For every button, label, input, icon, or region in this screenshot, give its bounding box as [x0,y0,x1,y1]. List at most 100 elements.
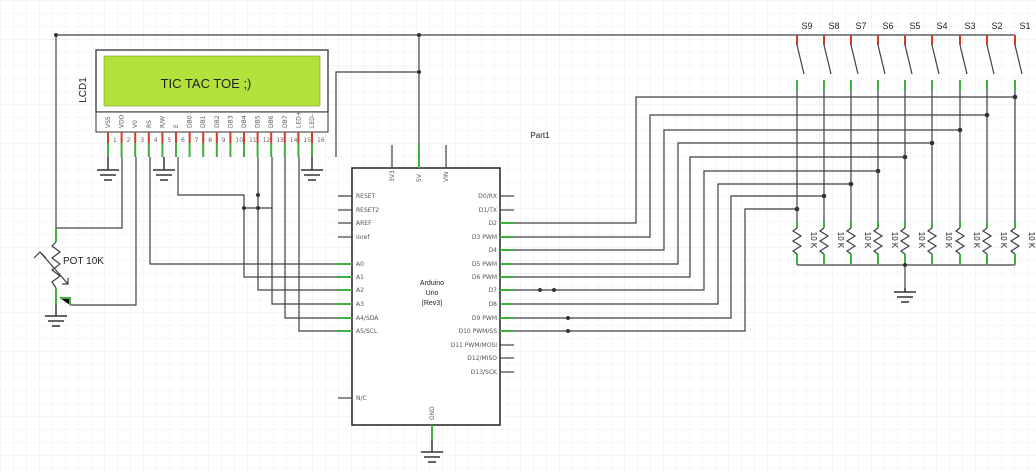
lcd-pin-number: 7 [195,137,199,144]
switch-label: S7 [855,21,866,31]
wire-rs-a0 [149,157,338,265]
lcd-pin-rs: RS4 [146,120,158,157]
switch-label: S4 [936,21,947,31]
wire-digital-to-switch [514,142,932,265]
resistor-label: 10 K [890,232,899,249]
junction-dot [848,181,854,187]
arduino-pin-a2: A2 [338,287,364,294]
switch-s3: S3 [959,21,976,222]
lcd-pin-led: LED+ 15 [295,111,311,157]
switch-s2: S2 [986,21,1003,222]
arduino-pin-label: A5/SCL [356,328,378,335]
lcd-pin-label: VSS [105,116,112,128]
junction-dot [552,288,556,292]
arduino-pin-label: D12/MISO [467,355,497,362]
junction-dot [794,206,800,212]
arduino-uno: Part1 Arduino Uno (Rev3) RESETRESET2AREF… [338,131,550,440]
ground-symbol [45,305,67,327]
arduino-pin-d1tx: D1/TX [479,207,514,214]
resistor-label: 10 K [836,232,845,249]
lcd-screen [103,55,321,107]
lcd-pin-number: 12 [263,137,271,144]
lcd-pin-number: 10 [235,137,243,144]
wire-lcd-vdd [56,157,123,229]
wire-digital-to-switch [514,114,987,238]
arduino-pin-d10pwmss: D10 PWM/SS [458,328,514,335]
resistor-1: 10 K [791,222,818,265]
arduino-name-line-2: Uno [426,290,439,297]
arduino-name-line-3: (Rev3) [421,300,442,307]
lcd-pin-label: DB4 [241,115,248,128]
lcd-pin-label: DB3 [227,115,234,128]
arduino-pin-aref: AREF [338,220,372,227]
switch-s4: S4 [931,21,948,222]
wire-lcd-v0 [70,157,137,306]
wire-digital-to-switch [514,195,824,319]
resistor-label: 10 K [999,232,1008,249]
lcd-pin-label: LED+ [295,111,302,128]
resistor-label: 10 K [944,232,953,249]
arduino-pin-3v3: 3V3 [389,145,396,182]
arduino-name-line-1: Arduino [420,280,444,287]
arduino-pin-label: VIN [443,172,450,182]
arduino-pin-label: D10 PWM/SS [458,328,497,335]
arduino-pin-label: D4 [489,247,498,254]
arduino-pin-d8: D8 [489,301,514,308]
lcd-pin-number: 11 [249,137,257,144]
pot-pin-wiper [60,297,71,305]
junction-dot [417,70,421,74]
wire-db5-a3 [271,157,338,305]
arduino-pin-label: D0/RX [478,193,497,200]
lcd-pin-db4: DB4 11 [241,115,257,157]
lcd-pin-label: DB1 [200,115,207,128]
lcd-pin-label: DB7 [282,115,289,128]
arduino-pin-label: A3 [356,301,364,308]
pot-label: POT 10K [63,256,104,267]
arduino-pin-reset: RESET [338,193,376,200]
lcd-pin-label: DB0 [187,115,194,128]
junction-dot [566,329,570,333]
switch-s7: S7 [850,21,867,222]
junction-dot [1012,94,1018,100]
wire-digital-to-switch [514,170,878,291]
lcd-pin-label: DB5 [255,115,262,128]
arduino-pin-label: D1/TX [479,207,497,214]
resistor-3: 10 K [845,222,872,265]
wire-digital-to-switch [514,96,1015,224]
arduino-pin-d12miso: D12/MISO [467,355,514,362]
arduino-pin-label: RESET2 [356,207,379,214]
wire-db6-a4 [284,157,338,319]
resistor-label: 10 K [863,232,872,249]
lcd-pin-db5: DB5 12 [255,115,271,157]
pot-resistor-zigzag [51,241,61,289]
lcd-pin-label: V0 [132,120,139,128]
lcd-pin-led: LED-16 [309,114,325,157]
ground-symbol [97,157,119,181]
lcd-pin-e: E6 [173,124,185,157]
lcd-pin-number: 15 [303,137,311,144]
arduino-pin-label: AREF [356,220,372,227]
lcd-module: TIC TAC TOE ;) LCD1 VSS1VDD2V03RS4R/W5E6… [78,49,329,157]
arduino-pin-d9pwm: D9 PWM [472,315,514,322]
ground-symbol [301,157,323,181]
arduino-pin-a0: A0 [338,261,364,268]
arduino-pin-a3: A3 [338,301,364,308]
arduino-pin-d4: D4 [489,247,514,254]
arduino-pin-d11pwmmosi: D11 PWM/MOSI [451,342,514,349]
arduino-pin-d2: D2 [489,220,514,227]
potentiometer: POT 10K [33,228,104,305]
ground-symbol [894,288,916,303]
junction-dot [902,154,908,160]
lcd-pin-label: R/W [159,116,166,128]
arduino-pin-label: D13/SCK [471,369,498,376]
lcd-pin-label: RS [146,120,153,128]
resistor-8: 10 K [981,222,1008,265]
resistor-label: 10 K [809,232,818,249]
arduino-pin-label: A2 [356,287,364,294]
arduino-pin-a5scl: A5/SCL [338,328,378,335]
resistor-label: 10 K [972,232,981,249]
